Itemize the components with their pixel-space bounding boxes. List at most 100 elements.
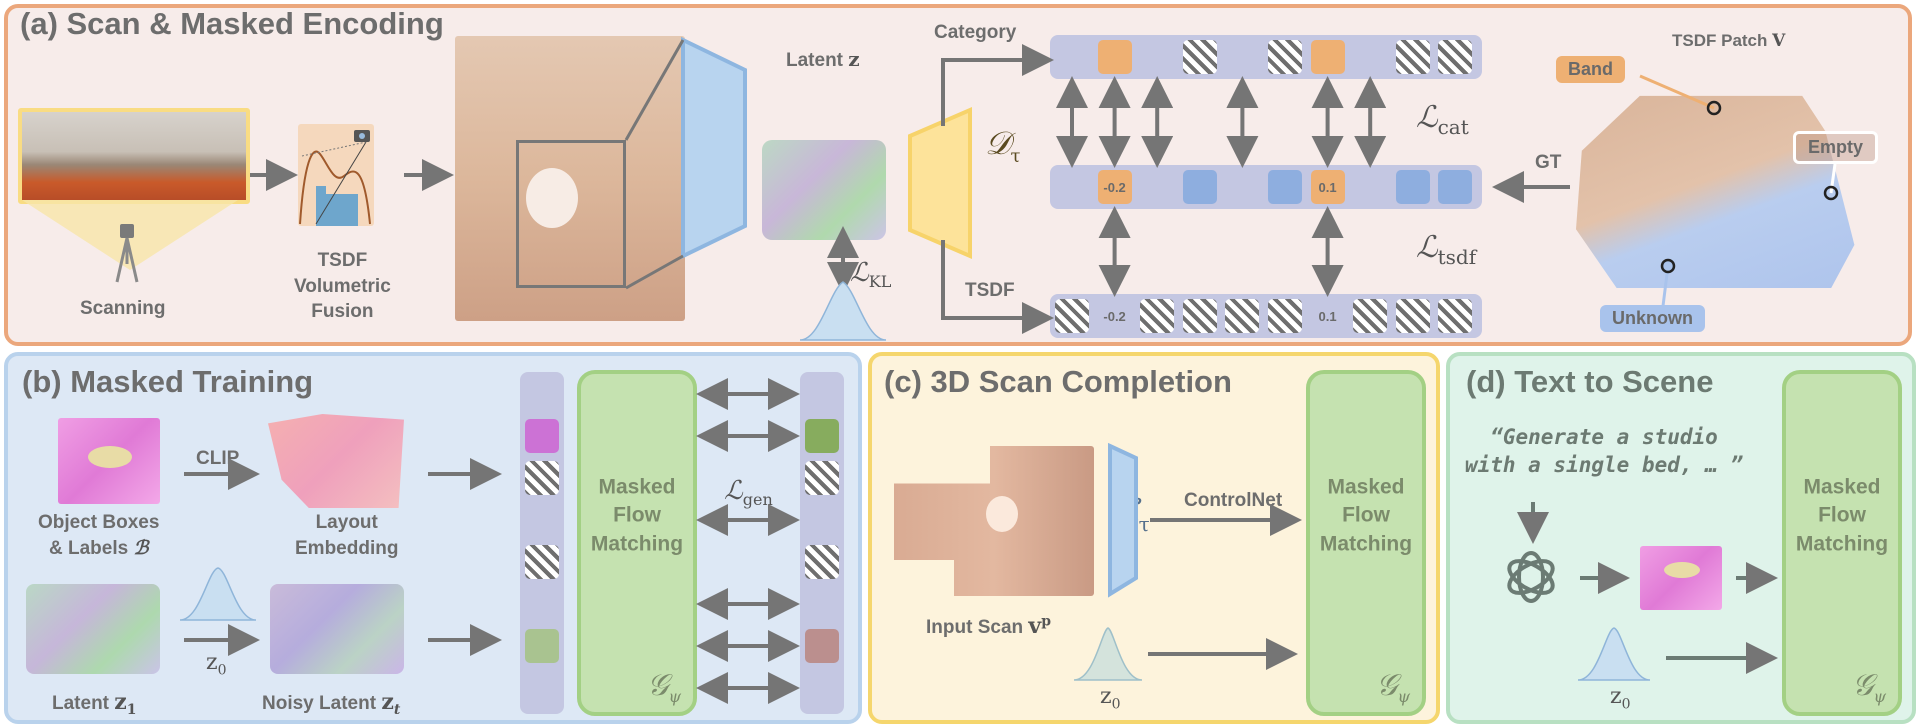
tsdf-cell-num: -0.2 (1103, 308, 1126, 324)
tsdf-cell-hatch (1055, 299, 1089, 333)
empty-marker (1823, 185, 1839, 201)
category-cell-hatch (1438, 40, 1473, 74)
decoder-symbol: 𝒟τ (985, 124, 1021, 167)
category-cell-band (1097, 40, 1132, 74)
z0-symbol-d: z0 (1610, 684, 1631, 713)
panel-b-title: (b) Masked Training (22, 364, 314, 399)
tripod-scanner-icon (112, 224, 142, 286)
output-token-mauve (805, 629, 839, 663)
output-token-hatch (805, 461, 839, 495)
generator-symbol: 𝒢ψ (647, 668, 681, 706)
panel-c-title: (c) 3D Scan Completion (884, 364, 1232, 399)
input-token-column (520, 372, 564, 714)
input-scan-hole (986, 496, 1018, 532)
arrow-decoder-to-tsdf (941, 240, 1054, 334)
tsdf-branch-label: TSDF (965, 280, 1015, 301)
encoder-block-a (681, 36, 747, 260)
decoder-block (908, 106, 972, 260)
output-token-hatch (805, 545, 839, 579)
crop-projection-top (624, 39, 685, 141)
gt-cell-empty (1182, 170, 1217, 204)
generator-symbol: 𝒢ψ (1376, 668, 1410, 706)
masked-flow-matching-c: Masked Flow Matching 𝒢ψ (1306, 370, 1426, 716)
object-boxes-label: Object Boxes & Labels ℬ (38, 512, 160, 559)
noisy-latent-label: Noisy Latent zt (262, 689, 401, 718)
panel-d-title: (d) Text to Scene (1466, 364, 1714, 399)
gt-cell-band: 0.1 (1310, 170, 1345, 204)
tsdf-cell-hatch (1353, 299, 1388, 333)
band-tag: Band (1556, 56, 1625, 83)
tsdf-cell-hatch (1268, 299, 1302, 333)
tsdf-cell-hatch (1395, 299, 1430, 333)
input-scan-label: Input Scan vp (926, 613, 1051, 639)
latent-z1-render (26, 584, 160, 674)
tsdf-cell-num: 0.1 (1318, 308, 1337, 324)
object-boxes-ellipse (88, 446, 132, 468)
masked-flow-matching-b: Masked Flow Matching 𝒢ψ (577, 370, 697, 716)
unknown-tag: Unknown (1600, 305, 1705, 332)
z0-symbol-b: z0 (206, 650, 227, 679)
crop-projection-bottom (625, 254, 684, 290)
latent-z-label: Latent z (786, 47, 860, 71)
gaussian-icon-c (1073, 627, 1143, 681)
flow-matching-label: Masked Flow Matching (590, 475, 684, 556)
category-label: Category (934, 22, 1017, 43)
input-token-lgreen (525, 629, 559, 663)
panel-a-title: (a) Scan & Masked Encoding (20, 6, 444, 41)
output-token-column (800, 372, 844, 714)
gt-token-strip: -0.2 0.1 (1050, 165, 1482, 209)
scan-hole (526, 168, 578, 228)
category-token-strip (1050, 35, 1482, 79)
band-marker (1706, 100, 1722, 116)
layout-embedding-label: Layout Embedding (295, 512, 399, 559)
unknown-marker (1660, 258, 1676, 274)
generator-symbol: 𝒢ψ (1852, 668, 1886, 706)
flow-matching-label: Masked Flow Matching (1319, 475, 1413, 556)
tsdf-cell-hatch (1225, 299, 1260, 333)
input-token-hatch (525, 461, 559, 495)
tsdf-patch-render (1576, 95, 1855, 288)
empty-tag: Empty (1793, 131, 1879, 164)
category-cell-hatch (1395, 40, 1430, 74)
gaussian-icon-b (179, 567, 257, 621)
tsdf-loss-label: ℒtsdf (1416, 230, 1477, 269)
gt-label: GT (1535, 152, 1562, 173)
controlnet-label: ControlNet (1184, 490, 1283, 511)
masked-flow-matching-d: Masked Flow Matching 𝒢ψ (1782, 370, 1902, 716)
gt-cell-empty (1438, 170, 1473, 204)
z0-symbol-c: z0 (1100, 684, 1121, 713)
gt-cell-empty (1268, 170, 1302, 204)
generated-layout-render (1640, 546, 1722, 610)
encoder-block-c (1108, 442, 1138, 598)
flow-matching-label: Masked Flow Matching (1795, 475, 1889, 556)
tsdf-token-strip: -0.2 0.1 (1050, 294, 1482, 338)
category-cell-band (1310, 40, 1345, 74)
category-cell-hatch (1182, 40, 1217, 74)
input-token-mag (525, 419, 559, 453)
input-token-hatch (525, 545, 559, 579)
arrow-decoder-to-category (941, 44, 1054, 126)
tsdf-cell-hatch (1182, 299, 1217, 333)
latent-z-render (762, 140, 886, 240)
gt-cell-empty (1395, 170, 1430, 204)
tsdf-fusion-label: TSDF Volumetric Fusion (294, 250, 391, 323)
latent-z1-label: Latent z1 (52, 689, 137, 718)
tsdf-fusion-illustration (298, 124, 374, 226)
noisy-latent-render (270, 584, 404, 674)
tsdf-cell-hatch (1438, 299, 1473, 333)
gaussian-icon-a (799, 281, 887, 341)
output-token-dgreen (805, 419, 839, 453)
tsdf-patch-label: TSDF Patch V (1672, 31, 1786, 51)
openai-logo-icon (1502, 548, 1560, 606)
band-leader (1639, 74, 1715, 110)
text-prompt: “Generate a studio with a single bed, … … (1464, 425, 1744, 477)
gt-cell-band: -0.2 (1097, 170, 1132, 204)
category-cell-hatch (1268, 40, 1302, 74)
scanning-label: Scanning (80, 298, 166, 319)
tsdf-cell-hatch (1140, 299, 1175, 333)
generated-layout-ellipse (1664, 562, 1700, 578)
cat-loss-label: ℒcat (1416, 100, 1469, 139)
crop-box (516, 140, 626, 288)
gaussian-icon-d (1577, 627, 1651, 681)
